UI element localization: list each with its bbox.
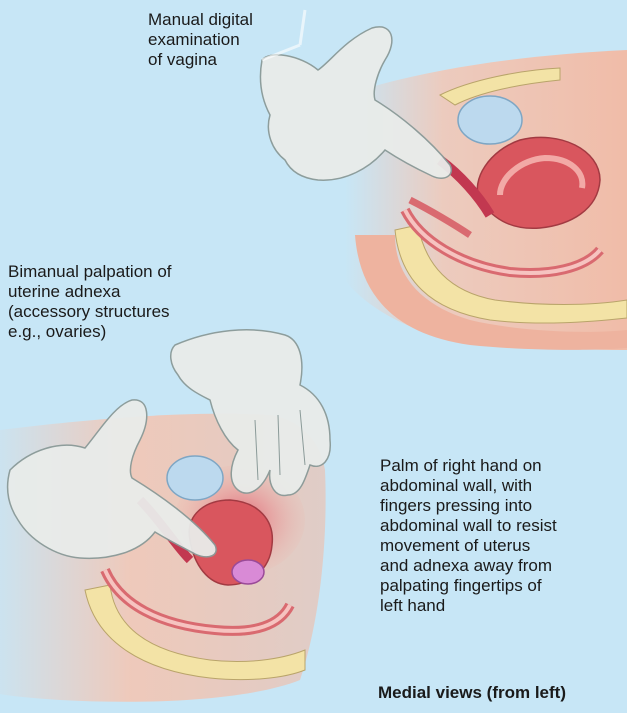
manual-exam-label: Manual digital examination of vagina bbox=[148, 10, 253, 70]
top-glove-cuff bbox=[262, 10, 305, 60]
bimanual-palpation-label: Bimanual palpation of uterine adnexa (ac… bbox=[8, 262, 172, 342]
bottom-ovary bbox=[232, 560, 264, 584]
top-illustration bbox=[260, 10, 627, 350]
bottom-bladder bbox=[167, 456, 223, 500]
right-hand-palm-label: Palm of right hand on abdominal wall, wi… bbox=[380, 456, 557, 616]
top-bladder bbox=[458, 96, 522, 144]
medial-views-label: Medial views (from left) bbox=[378, 683, 566, 703]
bottom-illustration bbox=[0, 330, 330, 702]
